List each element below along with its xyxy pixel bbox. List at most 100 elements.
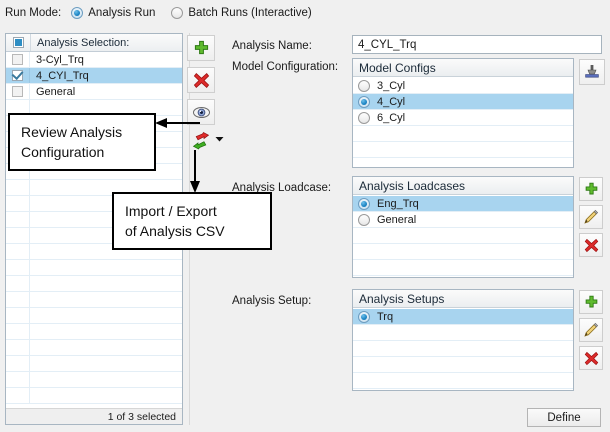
plus-icon [585, 295, 597, 307]
analysis-loadcases-rows: Eng_Trq General [353, 196, 573, 277]
annotation-review-analysis: Review Analysis Configuration [8, 113, 156, 171]
edit-loadcase-button[interactable] [579, 205, 603, 229]
table-row-empty [6, 324, 182, 340]
chevron-down-icon [215, 137, 223, 142]
define-button[interactable]: Define [527, 408, 601, 427]
row-label: General [36, 85, 76, 98]
annotation-arrow-to-eye [155, 118, 200, 128]
import-export-arrows-icon [192, 132, 210, 150]
import-export-button[interactable] [186, 130, 216, 152]
checkbox-unchecked-icon[interactable] [12, 86, 23, 97]
list-item[interactable]: Trq [353, 309, 573, 325]
table-row[interactable]: General [6, 84, 182, 100]
delete-x-icon [584, 238, 598, 252]
table-row[interactable]: 3-Cyl_Trq [6, 52, 182, 68]
analysis-setups-header: Analysis Setups [353, 290, 573, 308]
analysis-loadcase-label: Analysis Loadcase: [232, 182, 332, 194]
table-row[interactable]: 4_CYI_Trq [6, 68, 182, 84]
radio-off-icon[interactable] [358, 111, 370, 124]
analysis-selection-rows: 3-Cyl_Trq 4_CYI_Trq General [6, 52, 182, 407]
radio-on-icon[interactable] [358, 95, 370, 108]
analysis-selection-header-label: Analysis Selection: [37, 36, 130, 49]
list-item-empty [353, 142, 573, 158]
run-mode-row: Run Mode: Analysis Run Batch Runs (Inter… [5, 7, 328, 19]
model-configs-listbox[interactable]: Model Configs 3_Cyl 4_Cyl 6_Cyl [352, 58, 574, 168]
add-setup-button[interactable] [579, 290, 603, 314]
table-row-empty [6, 276, 182, 292]
radio-analysis-run[interactable]: Analysis Run [71, 7, 155, 19]
radio-off-icon[interactable] [358, 79, 370, 92]
delete-loadcase-button[interactable] [579, 233, 603, 257]
model-configuration-label: Model Configuration: [232, 61, 339, 73]
radio-batch-runs-label: Batch Runs (Interactive) [188, 7, 312, 19]
checkbox-unchecked-icon[interactable] [12, 54, 23, 65]
delete-analysis-button[interactable] [187, 67, 215, 93]
annotation-arrow-to-import-export [190, 150, 200, 193]
table-row-empty [6, 212, 182, 228]
analysis-setups-rows: Trq [353, 309, 573, 390]
table-row-empty [6, 292, 182, 308]
table-row-empty [6, 260, 182, 276]
list-item-empty [353, 228, 573, 244]
radio-batch-runs[interactable]: Batch Runs (Interactive) [171, 7, 312, 19]
annotation-line-2: Configuration [21, 144, 105, 160]
plus-icon [194, 40, 208, 54]
row-label: 4_CYI_Trq [36, 69, 89, 82]
row-label: 3-Cyl_Trq [36, 53, 84, 66]
list-item-empty [353, 373, 573, 389]
edit-setup-button[interactable] [579, 318, 603, 342]
table-row-empty [6, 356, 182, 372]
annotation-line-2: of Analysis CSV [125, 223, 225, 239]
radio-analysis-run-label: Analysis Run [88, 7, 156, 19]
pencil-icon [584, 322, 599, 337]
table-row-empty [6, 340, 182, 356]
add-analysis-button[interactable] [187, 35, 215, 61]
analysis-name-value: 4_CYL_Trq [358, 38, 417, 51]
radio-off-icon[interactable] [358, 213, 370, 226]
list-item-empty [353, 260, 573, 276]
selection-status-bar: 1 of 3 selected [6, 408, 182, 424]
analysis-loadcases-listbox[interactable]: Analysis Loadcases Eng_Trq General [352, 176, 574, 278]
table-row-empty [6, 388, 182, 404]
list-item-empty [353, 158, 573, 167]
analysis-setups-listbox[interactable]: Analysis Setups Trq [352, 289, 574, 391]
list-item[interactable]: 3_Cyl [353, 78, 573, 94]
annotation-line-1: Import / Export [125, 203, 217, 219]
row-checkbox-cell[interactable] [6, 68, 30, 83]
plus-icon [585, 182, 597, 194]
import-export-dropdown-arrow[interactable] [214, 134, 224, 144]
list-item-empty [353, 244, 573, 260]
review-analysis-button[interactable] [187, 99, 215, 125]
list-item-empty [353, 341, 573, 357]
radio-on-icon[interactable] [358, 197, 370, 210]
delete-setup-button[interactable] [579, 346, 603, 370]
table-row-empty [6, 228, 182, 244]
list-item-label: 6_Cyl [377, 111, 406, 124]
analysis-setup-label: Analysis Setup: [232, 295, 312, 307]
run-mode-label: Run Mode: [5, 7, 62, 19]
annotation-line-1: Review Analysis [21, 124, 123, 140]
funnel-icon [585, 65, 599, 78]
list-item-empty [353, 357, 573, 373]
row-checkbox-cell[interactable] [6, 84, 30, 99]
list-item[interactable]: 4_Cyl [353, 94, 573, 110]
checkbox-checked-icon[interactable] [12, 70, 23, 81]
analysis-loadcases-header: Analysis Loadcases [353, 177, 573, 195]
model-config-tool-button[interactable] [579, 59, 605, 85]
list-item[interactable]: 6_Cyl [353, 110, 573, 126]
radio-on-icon [71, 7, 84, 19]
list-item[interactable]: Eng_Trq [353, 196, 573, 212]
table-row-empty [6, 372, 182, 388]
row-checkbox-cell[interactable] [6, 52, 30, 67]
list-item-label: General [377, 213, 417, 226]
analysis-name-label: Analysis Name: [232, 40, 312, 52]
radio-on-icon[interactable] [358, 310, 370, 323]
select-all-cell[interactable] [6, 34, 31, 51]
select-all-checkbox-icon[interactable] [12, 37, 24, 48]
list-item[interactable]: General [353, 212, 573, 228]
add-loadcase-button[interactable] [579, 177, 603, 201]
pencil-icon [584, 209, 599, 224]
list-item-label: 3_Cyl [377, 79, 406, 92]
table-row-empty [6, 196, 182, 212]
analysis-name-input[interactable]: 4_CYL_Trq [352, 35, 602, 54]
